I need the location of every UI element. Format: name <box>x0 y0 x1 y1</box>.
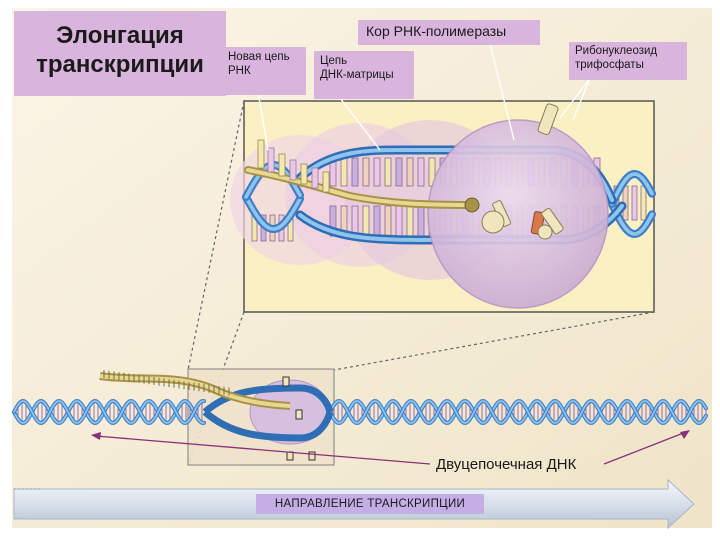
template-base <box>362 157 370 187</box>
ntp-label-line-1: Рибонуклеозид <box>575 45 658 57</box>
core-polymerase-label: Кор РНК-полимеразы <box>358 20 540 45</box>
pointer-lines <box>91 430 690 465</box>
coding-base <box>362 205 370 237</box>
coding-base <box>406 205 414 237</box>
coding-base <box>395 205 403 237</box>
dna-backbone-highlight <box>329 400 707 424</box>
title-line-1: Элонгация <box>56 22 184 49</box>
zoom-ntp-molecules <box>464 103 564 240</box>
downstream-base <box>631 185 638 221</box>
coding-base <box>417 205 425 237</box>
dna-backbone-highlight <box>329 400 707 424</box>
rna-polymerase-core <box>427 119 609 309</box>
overview-transcription-bubble <box>99 370 334 461</box>
template-base <box>395 157 403 187</box>
title-line-2: транскрипции <box>36 51 204 79</box>
ntp-label-line-2: трифосфаты <box>575 59 644 72</box>
template-base <box>417 157 425 187</box>
double-stranded-dna-label: Двуцепочечная ДНК <box>436 456 577 473</box>
zoom-rna-bases <box>257 139 330 193</box>
template-base <box>373 157 381 187</box>
zoom-panel <box>230 100 656 313</box>
new-rna-label-line-1: Новая цепь <box>228 51 290 63</box>
new-rna-label: Новая цепь РНК <box>226 47 306 95</box>
dna-backbone-highlight <box>244 195 302 231</box>
coding-base <box>373 205 381 237</box>
dna-backbone-highlight <box>610 202 654 236</box>
label-pointer-lines <box>257 43 591 151</box>
ntp-label: Рибонуклеозид трифосфаты <box>569 42 687 80</box>
slide-title: Элонгация транскрипции <box>14 11 226 96</box>
downstream-base <box>640 185 647 221</box>
template-base <box>384 157 392 187</box>
template-base <box>351 157 359 187</box>
zoom-guide-lines <box>187 100 655 466</box>
transcription-direction-label: НАПРАВЛЕНИЕ ТРАНСКРИПЦИИ <box>256 494 484 514</box>
template-base <box>340 157 348 187</box>
template-label-line-2: ДНК-матрицы <box>320 69 394 82</box>
double-stranded-dna-helix <box>12 399 708 425</box>
template-base <box>406 157 414 187</box>
dna-backbone-highlight <box>13 400 205 424</box>
template-strand-label: Цепь ДНК-матрицы <box>314 51 414 99</box>
coding-base <box>384 205 392 237</box>
dna-backbone-highlight <box>13 400 205 424</box>
dna-backbone-highlight <box>610 172 654 206</box>
template-label-line-1: Цепь <box>320 55 348 67</box>
new-rna-label-line-2: РНК <box>228 65 251 78</box>
coding-base <box>351 205 359 237</box>
zoom-new-rna-strand <box>244 166 474 209</box>
